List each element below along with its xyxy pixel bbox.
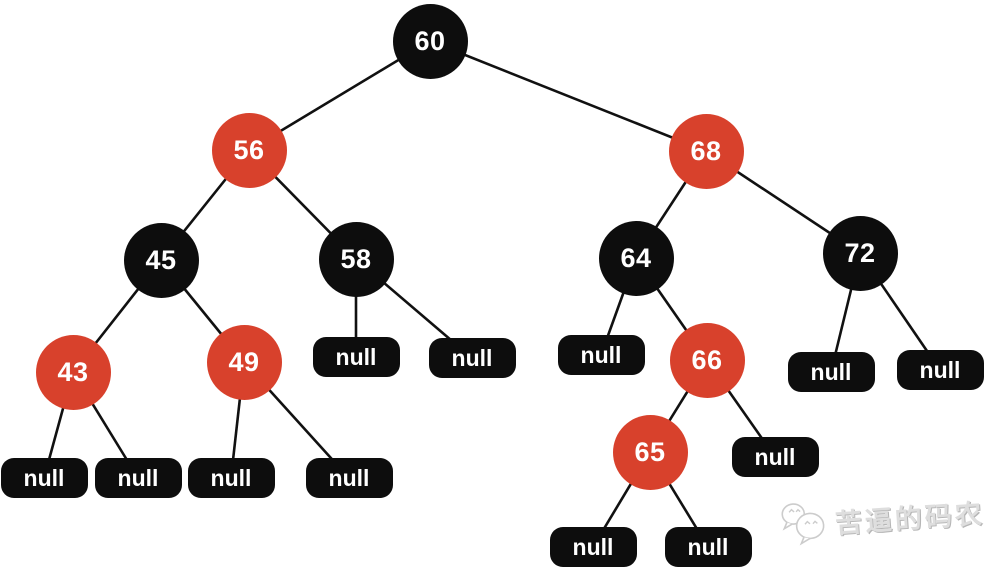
tree-node-n72: 72: [822, 215, 898, 291]
null-leaf-null-49-r: null: [305, 458, 393, 498]
tree-node-n49: 49: [206, 324, 282, 400]
null-leaf-null-65-r: null: [664, 527, 752, 567]
tree-node-n65: 65: [612, 414, 688, 490]
tree-edge-n60-n68: [429, 39, 707, 153]
watermark-text: 苦逼的码农: [833, 498, 984, 539]
tree-node-n60: 60: [392, 3, 468, 79]
null-leaf-null-72-l: null: [787, 352, 875, 392]
null-leaf-null-58-l: null: [312, 337, 400, 377]
null-leaf-null-43-r: null: [94, 458, 182, 498]
watermark: 苦逼的码农: [778, 486, 984, 550]
null-leaf-null-65-l: null: [549, 527, 637, 567]
chat-bubbles-icon: [778, 497, 829, 550]
tree-node-n43: 43: [35, 334, 111, 410]
tree-node-n56: 56: [211, 112, 287, 188]
null-leaf-null-58-r: null: [428, 338, 516, 378]
null-leaf-null-72-r: null: [896, 350, 984, 390]
tree-node-n66: 66: [669, 322, 745, 398]
null-leaf-null-49-l: null: [187, 458, 275, 498]
tree-node-n45: 45: [123, 222, 199, 298]
tree-node-n64: 64: [598, 220, 674, 296]
null-leaf-null-64-l: null: [557, 335, 645, 375]
null-leaf-null-66-r: null: [731, 437, 819, 477]
tree-node-n58: 58: [318, 221, 394, 297]
tree-node-n68: 68: [668, 113, 744, 189]
null-leaf-null-43-l: null: [0, 458, 88, 498]
